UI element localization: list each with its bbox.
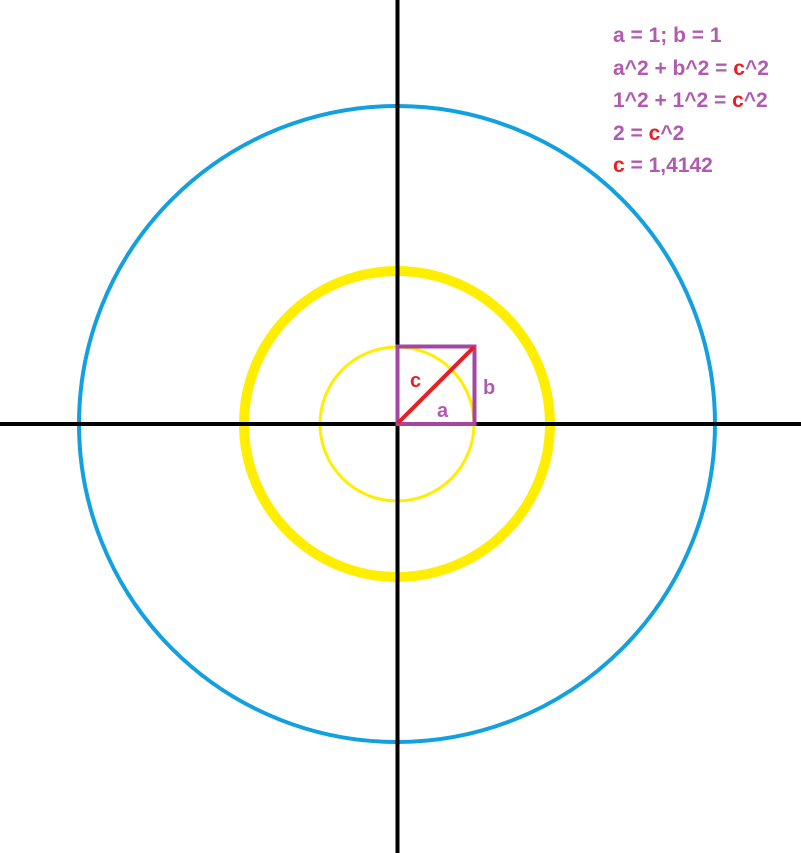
hypotenuse-line <box>396 345 476 425</box>
side-a-label: a <box>437 400 449 422</box>
equation-line-1: a = 1; b = 1 <box>613 20 769 53</box>
equation-3-left: 1^2 + 1^2 = <box>613 89 733 112</box>
equation-4-c: c <box>648 121 661 145</box>
equation-2-left: a^2 + b^2 = <box>613 56 734 80</box>
equation-3-c: c <box>732 89 744 112</box>
equation-5-right: = 1,4142 <box>624 154 713 177</box>
equation-2-right: ^2 <box>744 56 769 80</box>
equation-line-3: 1^2 + 1^2 = c^2 <box>613 85 769 118</box>
equation-1-text: a = 1; b = 1 <box>613 24 722 47</box>
equation-2-c: c <box>733 56 745 80</box>
equation-5-c: c <box>613 154 625 177</box>
equation-list: a = 1; b = 1 a^2 + b^2 = c^2 1^2 + 1^2 =… <box>613 20 769 183</box>
side-b-label: b <box>483 377 495 399</box>
equation-line-2: a^2 + b^2 = c^2 <box>613 53 769 86</box>
unit-square <box>395 344 477 426</box>
hypotenuse-c-label: c <box>410 370 421 392</box>
equation-4-left: 2 = <box>613 121 649 145</box>
equation-4-right: ^2 <box>660 121 685 145</box>
equation-3-right: ^2 <box>743 89 768 112</box>
equation-line-5: c = 1,4142 <box>613 150 769 183</box>
equation-line-4: 2 = c^2 <box>613 118 769 151</box>
